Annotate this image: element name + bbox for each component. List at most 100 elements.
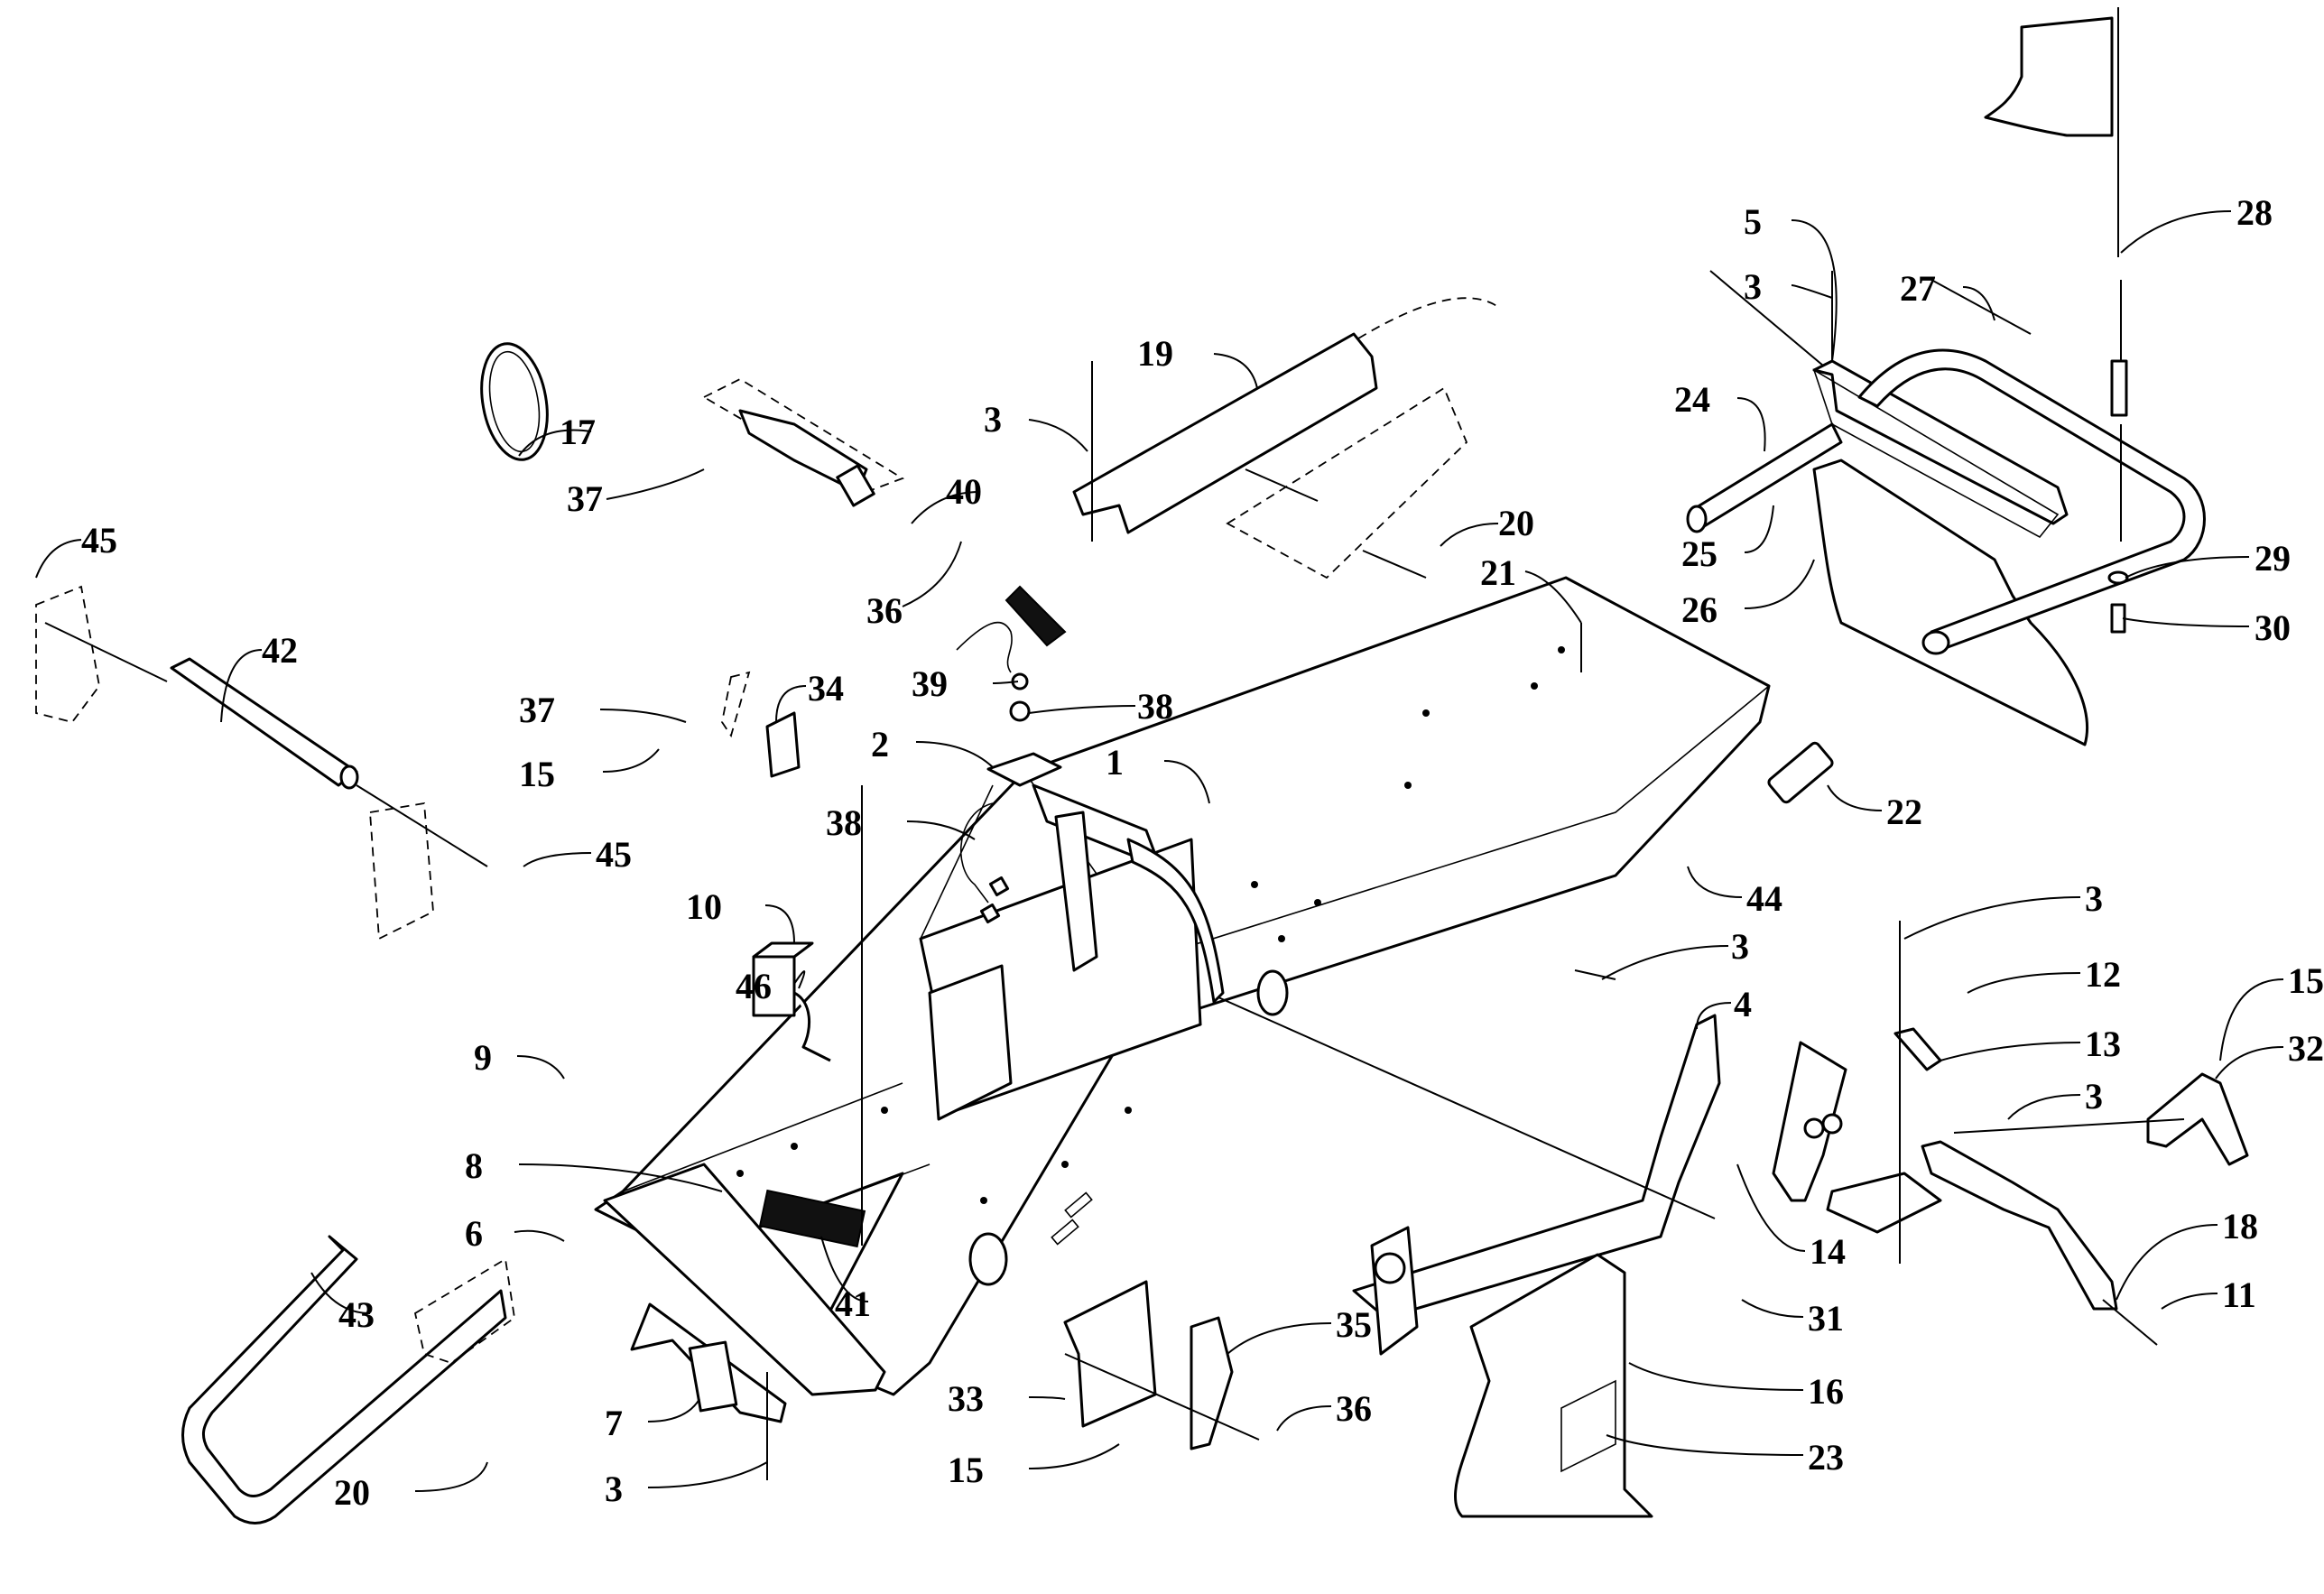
leader-line [220,649,263,723]
part-number-label: 46 [736,966,772,1006]
part-number-label: 17 [560,412,596,452]
part-number-label: 38 [826,802,862,843]
part-number-label: 3 [1731,926,1749,967]
callout-2: 2 [871,724,994,768]
leader-line [2125,556,2250,579]
part-number-label: 12 [2085,954,2121,995]
callout-1: 1 [1106,742,1210,804]
bracket-part-32 [2146,1072,2249,1166]
part-number-label: 45 [596,834,632,875]
part-number-label: 9 [474,1037,492,1078]
callout-4: 4 [1696,984,1752,1030]
leader-line [599,709,687,723]
part-number-label: 32 [2288,1028,2324,1069]
callout-22: 22 [1827,784,1922,832]
callout-42: 42 [220,630,298,723]
leader-line [1276,1405,1332,1432]
part-number-label: 33 [948,1378,984,1419]
main-chassis-part [594,576,1771,1396]
part-number-label: 35 [1336,1304,1372,1345]
part-number-label: 16 [1808,1371,1844,1412]
leader-line [1028,1396,1066,1400]
part-number-label: 23 [1808,1437,1844,1478]
part-number-label: 7 [605,1403,623,1443]
part-number-label: 39 [912,663,948,704]
part-number-label: 5 [1744,201,1762,242]
leader-line [518,1163,723,1192]
part-number-label: 37 [519,690,555,730]
part-number-label: 24 [1674,379,1710,420]
front-channel-part [603,1163,886,1396]
callout-36: 36 [866,541,962,631]
part-number-label: 10 [686,886,722,927]
leader-line [2007,1094,2081,1120]
support-arm-part [1921,1140,2118,1311]
tunnel-extension-part [1072,297,1499,579]
leader-line [602,748,660,773]
callout-36: 36 [1276,1388,1372,1432]
part-number-label: 30 [2255,607,2291,648]
part-number-label: 28 [2236,192,2273,233]
snow-flap-part [1812,459,2088,746]
leader-line [1628,1362,1804,1391]
leader-line [1028,705,1136,714]
callout-5: 5 [1744,201,1838,362]
leader-line [2116,1224,2218,1301]
leader-line [1227,1322,1332,1355]
part-number-label: 21 [1480,552,1516,593]
part-number-label: 15 [948,1450,984,1490]
callout-39: 39 [912,663,1019,704]
callout-9: 9 [474,1037,565,1080]
cross-shaft-part [35,585,488,941]
callout-21: 21 [1480,552,1582,624]
leader-line [1736,397,1766,452]
callout-8: 8 [465,1145,723,1192]
callout-3: 3 [1744,266,1833,307]
callout-31: 31 [1741,1298,1844,1339]
part-number-label: 20 [334,1472,370,1513]
part-number-label: 22 [1886,792,1922,832]
assembly-axes [766,270,2185,1480]
leader-line [820,1236,869,1302]
callout-7: 7 [605,1398,700,1443]
part-number-label: 13 [2085,1024,2121,1064]
leader-line [1940,1042,2081,1061]
leader-line [1163,760,1210,804]
tether-part [956,585,1067,722]
leader-line [1687,866,1743,898]
part-number-label: 34 [808,668,844,709]
leader-line [647,1461,768,1488]
leader-line [514,1229,565,1242]
footrest-part [1772,1041,1942,1234]
part-number-label: 4 [1734,984,1752,1024]
callout-28: 28 [2120,192,2273,254]
callout-3: 3 [605,1461,768,1509]
leader-line [2215,1046,2284,1080]
plate-part-34 [721,671,801,778]
leader-line [1696,1002,1732,1030]
bracket-part-35 [1190,1316,1234,1450]
leader-line [1601,945,1729,980]
leader-line [915,741,994,768]
part-number-label: 36 [866,590,903,631]
callout-35: 35 [1227,1304,1372,1355]
part-number-label: 43 [338,1294,375,1335]
callout-23: 23 [1606,1434,1844,1478]
callout-18: 18 [2116,1206,2258,1301]
leader-line [793,970,806,989]
leader-line [906,820,976,840]
part-number-label: 44 [1746,878,1782,919]
callout-25: 25 [1681,505,1774,574]
part-number-label: 26 [1681,589,1718,630]
callout-15: 15 [519,748,660,794]
leader-line [1967,972,2081,994]
callout-45: 45 [35,520,117,579]
leader-line [911,491,980,524]
callout-29: 29 [2125,538,2291,579]
callout-27: 27 [1900,268,1995,321]
part-number-label: 1 [1106,742,1124,783]
callout-6: 6 [465,1213,565,1254]
leader-line [775,685,807,723]
bracket-part-2 [986,752,1225,1004]
leader-line [1791,284,1833,299]
